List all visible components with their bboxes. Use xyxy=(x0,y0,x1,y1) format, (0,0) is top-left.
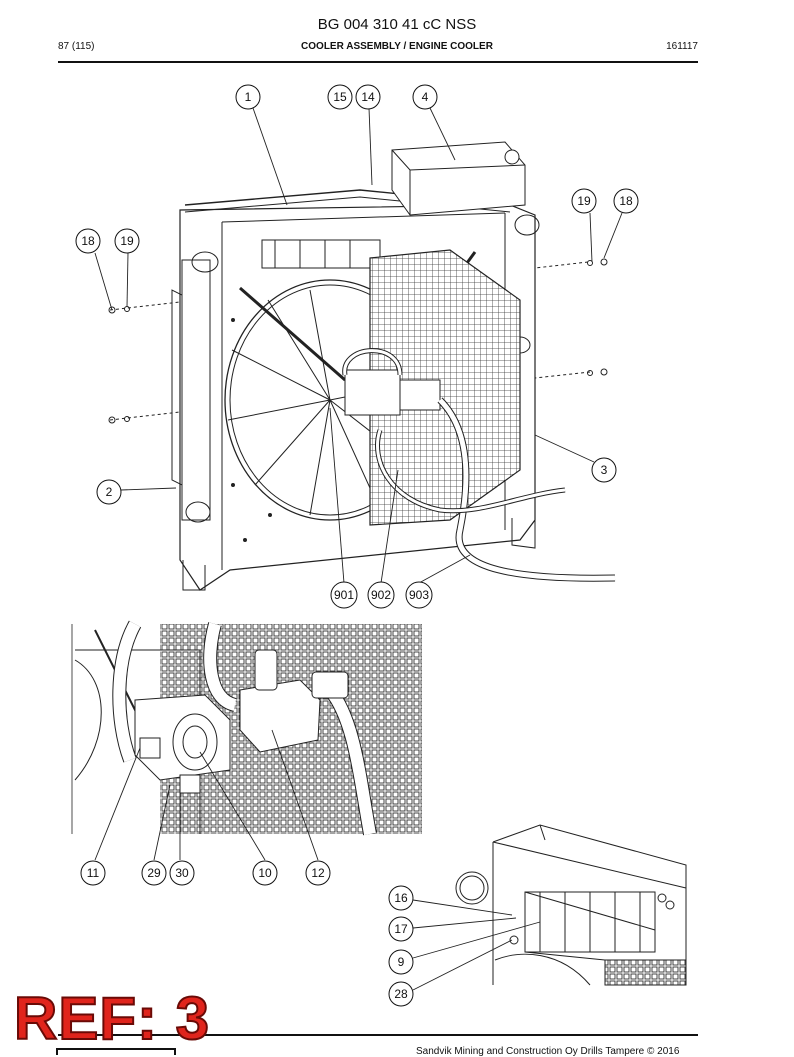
callout-label: 30 xyxy=(175,866,189,880)
callout-18-right: 18 xyxy=(613,188,639,214)
callout-label: 9 xyxy=(398,955,405,969)
ref-stamp: REF: 3 xyxy=(13,984,211,1053)
detail-view-bracket xyxy=(455,824,687,986)
callout-19-right: 19 xyxy=(571,188,597,214)
callout-16: 16 xyxy=(388,885,414,911)
callout-label: 12 xyxy=(311,866,325,880)
callout-2: 2 xyxy=(96,479,122,505)
callout-901: 901 xyxy=(330,581,358,609)
callout-10: 10 xyxy=(252,860,278,886)
page-title: COOLER ASSEMBLY / ENGINE COOLER xyxy=(301,41,493,52)
callout-label: 901 xyxy=(334,588,354,602)
callout-label: 16 xyxy=(394,891,408,905)
callout-18-left: 18 xyxy=(75,228,101,254)
callout-1: 1 xyxy=(235,84,261,110)
callout-902: 902 xyxy=(367,581,395,609)
callout-9: 9 xyxy=(388,949,414,975)
callout-12: 12 xyxy=(305,860,331,886)
callout-903: 903 xyxy=(405,581,433,609)
callout-label: 1 xyxy=(245,90,252,104)
callout-label: 11 xyxy=(87,866,100,880)
main-cooler-view xyxy=(108,141,616,591)
callout-28: 28 xyxy=(388,981,414,1007)
callout-label: 18 xyxy=(81,234,95,248)
callout-14: 14 xyxy=(355,84,381,110)
callout-label: 19 xyxy=(120,234,134,248)
footer-copyright: Sandvik Mining and Construction Oy Drill… xyxy=(416,1046,680,1057)
callout-11: 11 xyxy=(80,860,106,886)
callout-4: 4 xyxy=(412,84,438,110)
page-number: 87 (115) xyxy=(58,41,95,52)
leader-lines xyxy=(94,107,623,991)
document-number: BG 004 310 41 cC NSS xyxy=(317,16,477,33)
callout-label: 19 xyxy=(577,194,591,208)
callout-17: 17 xyxy=(388,916,414,942)
callout-label: 3 xyxy=(601,463,608,477)
callout-label: 903 xyxy=(409,588,429,602)
callout-19-left: 19 xyxy=(114,228,140,254)
callout-3: 3 xyxy=(591,457,617,483)
callout-label: 18 xyxy=(619,194,633,208)
callout-label: 15 xyxy=(333,90,347,104)
callout-label: 10 xyxy=(258,866,272,880)
callout-label: 17 xyxy=(394,922,408,936)
callout-label: 2 xyxy=(106,485,113,499)
callout-29: 29 xyxy=(141,860,167,886)
detail-view-motor xyxy=(71,620,422,836)
footer-rule xyxy=(58,1034,698,1036)
header-rule xyxy=(58,61,698,63)
callout-label: 4 xyxy=(422,90,429,104)
callout-15: 15 xyxy=(327,84,353,110)
logo-icon xyxy=(56,1048,176,1055)
callout-30: 30 xyxy=(169,860,195,886)
callout-label: 902 xyxy=(371,588,391,602)
callout-label: 29 xyxy=(147,866,161,880)
callout-label: 14 xyxy=(361,90,375,104)
date-code: 161117 xyxy=(666,41,698,52)
callout-label: 28 xyxy=(394,987,408,1001)
